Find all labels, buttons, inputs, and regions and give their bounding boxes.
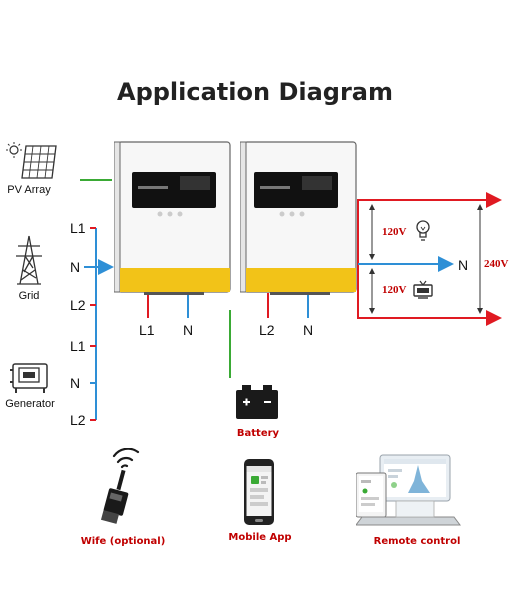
gen-phase-l2: L2 xyxy=(70,412,86,428)
load-l2-line xyxy=(357,268,502,326)
grid-phase-n: N xyxy=(70,259,81,275)
remote-control-label: Remote control xyxy=(373,536,461,547)
battery-icon xyxy=(236,385,278,419)
laptop-dashboard-icon xyxy=(356,454,461,526)
grid-phase-l1: L1 xyxy=(70,220,86,236)
gen-phase-l1: L1 xyxy=(70,338,86,354)
inverter-1 xyxy=(113,140,234,295)
page-title: Application Diagram xyxy=(117,78,393,106)
inverter-2-output-l2: L2 xyxy=(259,322,275,338)
battery-label: Battery xyxy=(236,428,280,439)
pv-array-label: PV Array xyxy=(7,184,51,196)
grid-phase-l2: L2 xyxy=(70,297,86,313)
load-l1-line xyxy=(357,192,502,268)
wifi-dongle-icon xyxy=(100,448,140,524)
tv-icon xyxy=(413,280,433,299)
light-bulb-icon xyxy=(416,220,430,241)
voltage-bottom-label: 120V xyxy=(382,284,407,296)
inverter-1-body xyxy=(113,141,231,295)
inverter-2 xyxy=(239,140,360,295)
generator-label: Generator xyxy=(5,398,55,410)
grid-label: Grid xyxy=(18,290,40,302)
load-neutral-label: N xyxy=(458,257,469,273)
gen-phase-n: N xyxy=(70,375,81,391)
inverter-2-output-n: N xyxy=(303,322,314,338)
mobile-phone-icon xyxy=(244,459,274,525)
wifi-label: Wife (optional) xyxy=(80,536,166,547)
voltage-total-label: 240V xyxy=(484,258,509,270)
generator-icon xyxy=(10,363,48,393)
power-pylon-icon xyxy=(16,235,42,285)
solar-panel-icon xyxy=(6,142,57,179)
mobile-app-label: Mobile App xyxy=(228,532,292,543)
voltage-top-label: 120V xyxy=(382,226,407,238)
inverter-1-output-n: N xyxy=(183,322,194,338)
inverter-1-output-l1: L1 xyxy=(139,322,155,338)
inverter-2-body xyxy=(239,141,357,295)
